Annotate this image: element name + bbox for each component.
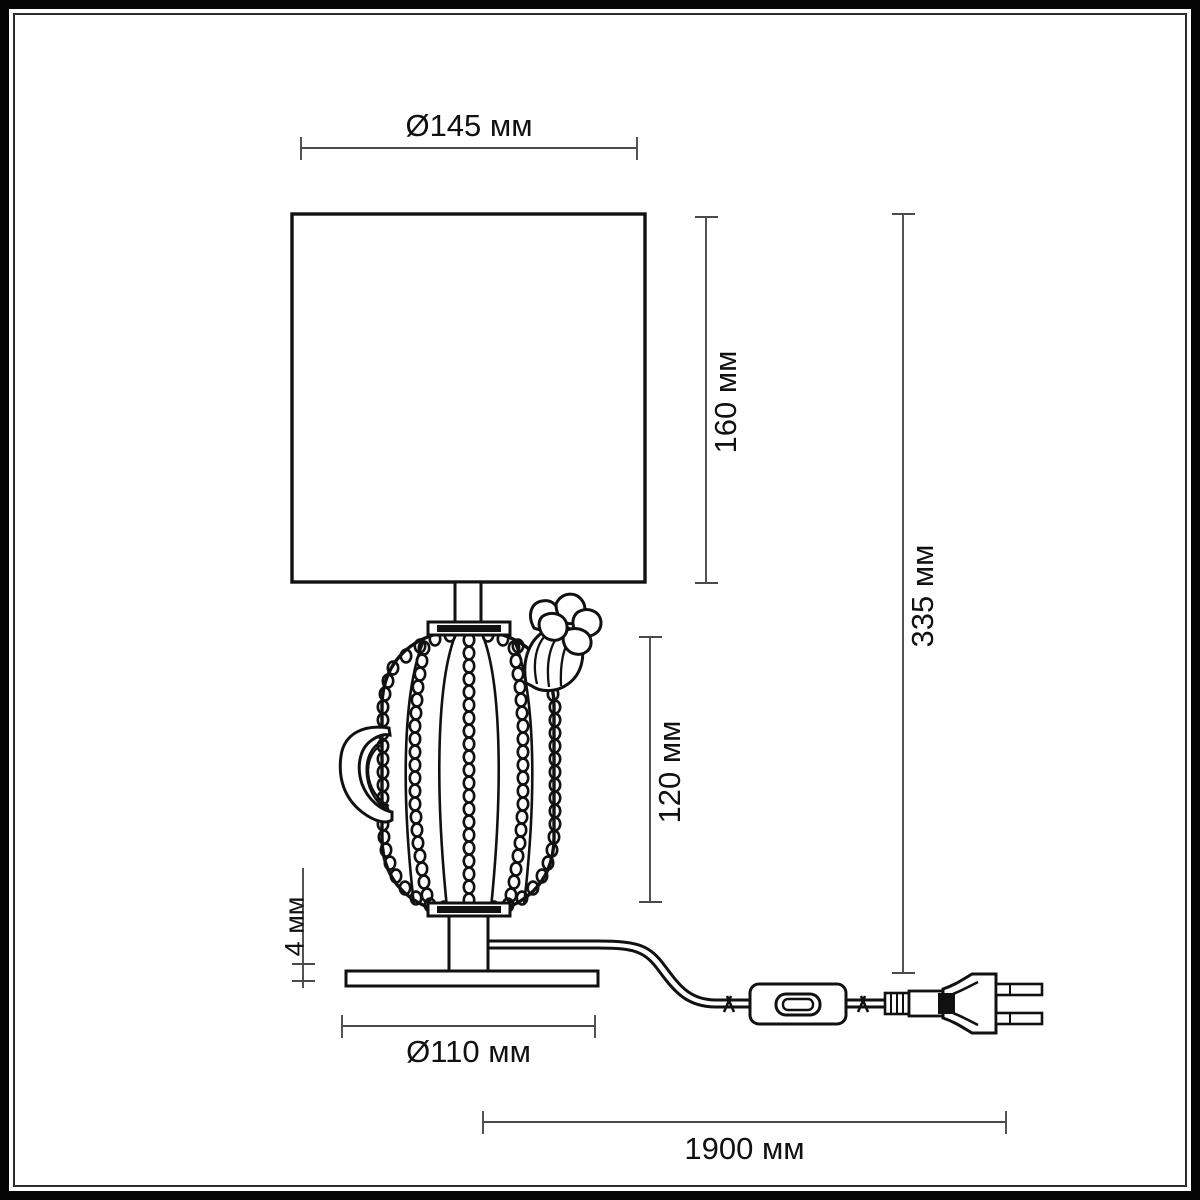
lamp-shade-outline [290,212,647,584]
plug-pin-top [994,982,1044,997]
dim-label-shade-height: 160 мм [708,350,743,454]
cord-break-marks [722,995,870,1013]
base-plate [344,969,600,988]
dim-body-height [639,636,662,903]
cactus-bottom-cap [426,901,512,918]
power-cord [487,939,888,1009]
dim-label-base-diameter: Ø110 мм [406,1034,531,1069]
cactus-flower-bud [523,592,603,693]
inline-rocker-switch [748,982,848,1026]
dim-label-body-height: 120 мм [652,720,687,824]
dim-label-cord-length: 1900 мм [684,1131,805,1166]
europlug-two-pin [883,972,1044,1035]
lamp-stem-lower [447,914,490,975]
cactus-top-cap [426,620,512,637]
cactus-body-group [338,592,603,918]
dim-shade-height [695,216,718,584]
dim-base-diameter [341,1015,596,1038]
plug-pin-bottom [994,1011,1044,1026]
dim-label-total-height: 335 мм [905,544,940,648]
cactus-left-arm [338,725,394,824]
dim-total-height [892,213,915,974]
dim-shade-diameter [300,137,638,160]
dim-label-base-thickness: 4 мм [279,896,310,957]
dim-base-thickness [292,868,315,988]
lamp-base-group [344,914,600,988]
dimension-lines [292,137,1007,1134]
dim-cord-length [482,1111,1007,1134]
dim-label-shade-diameter: Ø145 мм [405,108,533,143]
